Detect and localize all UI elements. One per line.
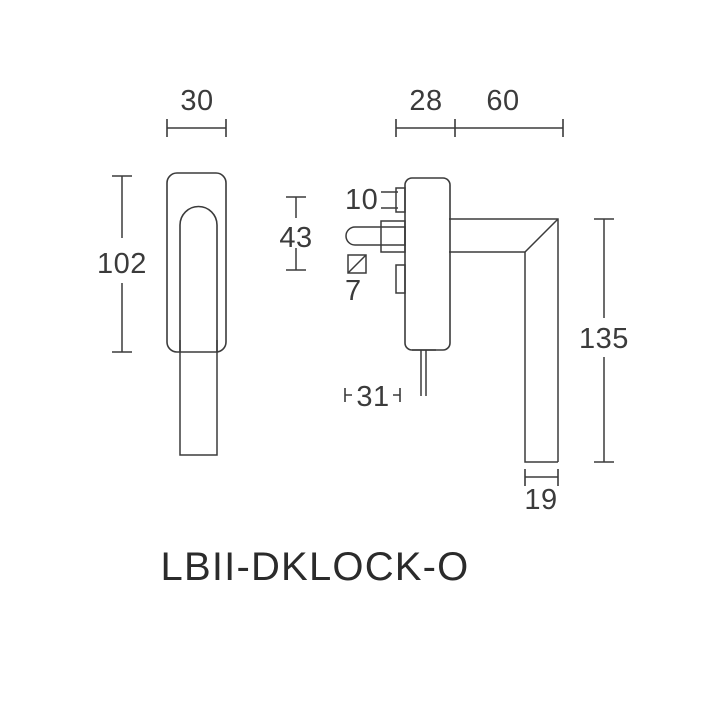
lock-body — [404, 177, 451, 351]
spindle-collar — [380, 220, 406, 253]
dimension-10-label: 10 — [345, 184, 378, 216]
lever-inner-leg — [524, 252, 558, 463]
square-spindle-icon-diagonal — [347, 254, 367, 274]
dimension-43: 43 — [279, 196, 312, 271]
lever-mitre-diagonal — [449, 218, 559, 253]
dimension-30-label: 30 — [180, 85, 213, 117]
page-title: LBII-DKLOCK-O — [161, 545, 470, 589]
body-tab-lower — [395, 264, 406, 294]
square-spindle-icon — [347, 254, 367, 274]
dimension-7-label: 7 — [345, 275, 362, 307]
dimension-19-label: 19 — [524, 484, 557, 516]
dimension-135-label: 135 — [579, 323, 629, 355]
spindle-shaft — [345, 226, 406, 246]
dimension-10: 10 — [345, 184, 398, 216]
dimension-31: 31 — [344, 381, 401, 413]
lever-outer-edge — [449, 218, 559, 462]
side-view-geometry — [345, 177, 559, 463]
locking-pin — [420, 350, 427, 396]
front-lever-shaft — [179, 340, 218, 456]
dimension-28-label: 28 — [409, 85, 442, 117]
dimension-31-label: 31 — [356, 381, 389, 413]
body-tab-upper — [395, 187, 406, 213]
dimension-102-label: 102 — [97, 248, 147, 280]
dimension-28-60: 28 60 — [395, 85, 564, 137]
dimension-102: 102 — [97, 175, 147, 353]
front-lever-profile — [179, 205, 218, 353]
front-rosette-plate — [166, 172, 227, 353]
dimension-135: 135 — [579, 218, 629, 463]
dimension-7: 7 — [345, 254, 367, 307]
dimension-19: 19 — [524, 469, 559, 516]
dimension-43-label: 43 — [279, 222, 312, 254]
dimension-60-label: 60 — [486, 85, 519, 117]
front-view-geometry — [166, 172, 227, 456]
dimension-30: 30 — [166, 85, 227, 137]
